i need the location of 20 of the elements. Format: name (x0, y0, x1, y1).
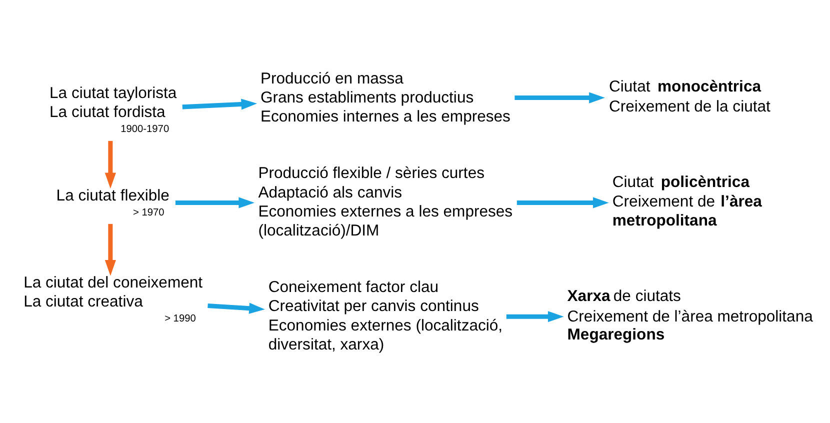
node-text: Ciutat monocèntrica Creixement de la ciutat (609, 78, 770, 116)
node-text: La ciutat taylorista La ciutat fordista (50, 84, 177, 121)
node-label: 1900-1970 (120, 123, 170, 134)
node-label: > 1990 (164, 312, 196, 324)
arrow (104, 140, 116, 188)
arrow (208, 302, 265, 314)
arrow (104, 223, 116, 276)
node-text: Producció flexible / sèries curtes Adaptació als canvis Economies externes a les empreses (localització)/DIM (258, 164, 513, 240)
arrow (175, 196, 255, 208)
node-text: La ciutat flexible (56, 187, 170, 204)
node-label: > 1970 (132, 206, 164, 218)
arrow (506, 310, 564, 322)
node-text: La ciutat del coneixement La ciutat creativa (24, 274, 203, 310)
node-text: Ciutat policèntrica Creixement de l’àrea metropolitana (612, 174, 762, 229)
node-text: Coneixement factor clau Creativitat per canvis continus Economies externes (localització, diversitat, xarxa) (268, 278, 503, 354)
arrow (516, 196, 609, 208)
arrow (182, 98, 258, 110)
node-text: Xarxa de ciutats Creixement de l’àrea metropolitana Megaregions (567, 288, 813, 343)
arrow (514, 92, 605, 103)
node-text: Producció en massa Grans establiments productius Economies internes a les empreses (260, 70, 510, 126)
